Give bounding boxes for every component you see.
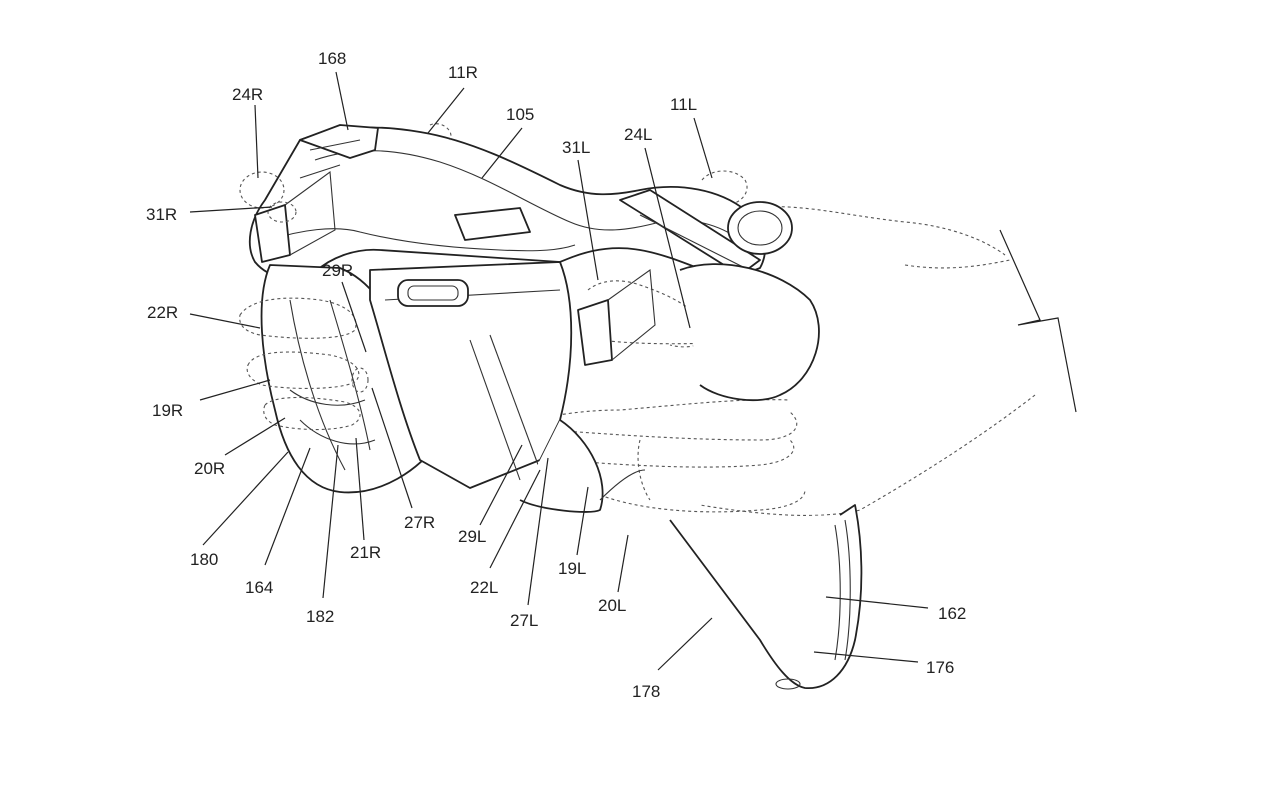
label-22L: 22L bbox=[470, 578, 498, 597]
label-19R: 19R bbox=[152, 401, 183, 420]
controller-body bbox=[248, 124, 863, 690]
label-176: 176 bbox=[926, 658, 954, 677]
label-24R: 24R bbox=[232, 85, 263, 104]
label-31R: 31R bbox=[146, 205, 177, 224]
label-22R: 22R bbox=[147, 303, 178, 322]
label-11L: 11L bbox=[670, 95, 697, 114]
break-line bbox=[999, 229, 1077, 413]
label-182: 182 bbox=[306, 607, 334, 626]
label-105: 105 bbox=[506, 105, 534, 124]
label-164: 164 bbox=[245, 578, 273, 597]
label-29R: 29R bbox=[322, 261, 353, 280]
label-27L: 27L bbox=[510, 611, 538, 630]
label-162: 162 bbox=[938, 604, 966, 623]
label-168: 168 bbox=[318, 49, 346, 68]
label-20R: 20R bbox=[194, 459, 225, 478]
label-180: 180 bbox=[190, 550, 218, 569]
label-11R: 11R bbox=[448, 63, 478, 82]
label-19L: 19L bbox=[558, 559, 586, 578]
label-21R: 21R bbox=[350, 543, 381, 562]
label-27R: 27R bbox=[404, 513, 435, 532]
leader-lines bbox=[189, 71, 929, 671]
label-24L: 24L bbox=[624, 125, 652, 144]
label-31L: 31L bbox=[562, 138, 590, 157]
label-20L: 20L bbox=[598, 596, 626, 615]
reference-labels: 168 11R 105 24R 31R 11L 31L 24L 29R 22R … bbox=[146, 49, 966, 701]
label-29L: 29L bbox=[458, 527, 486, 546]
label-178: 178 bbox=[632, 682, 660, 701]
